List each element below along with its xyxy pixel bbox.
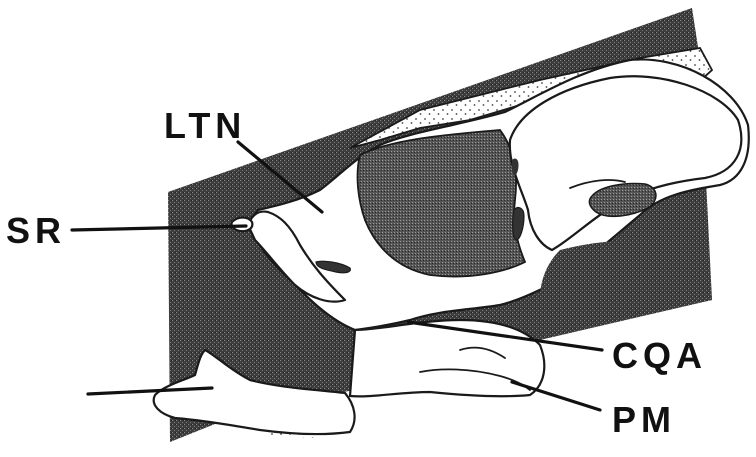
sr-nub	[231, 218, 252, 232]
lower-body	[350, 320, 544, 396]
label-ltn: LTN	[164, 105, 246, 146]
label-pm: PM	[612, 399, 676, 440]
label-cqa: CQA	[612, 335, 707, 376]
lower-right-patch	[540, 241, 712, 322]
label-sr: SR	[6, 210, 66, 251]
